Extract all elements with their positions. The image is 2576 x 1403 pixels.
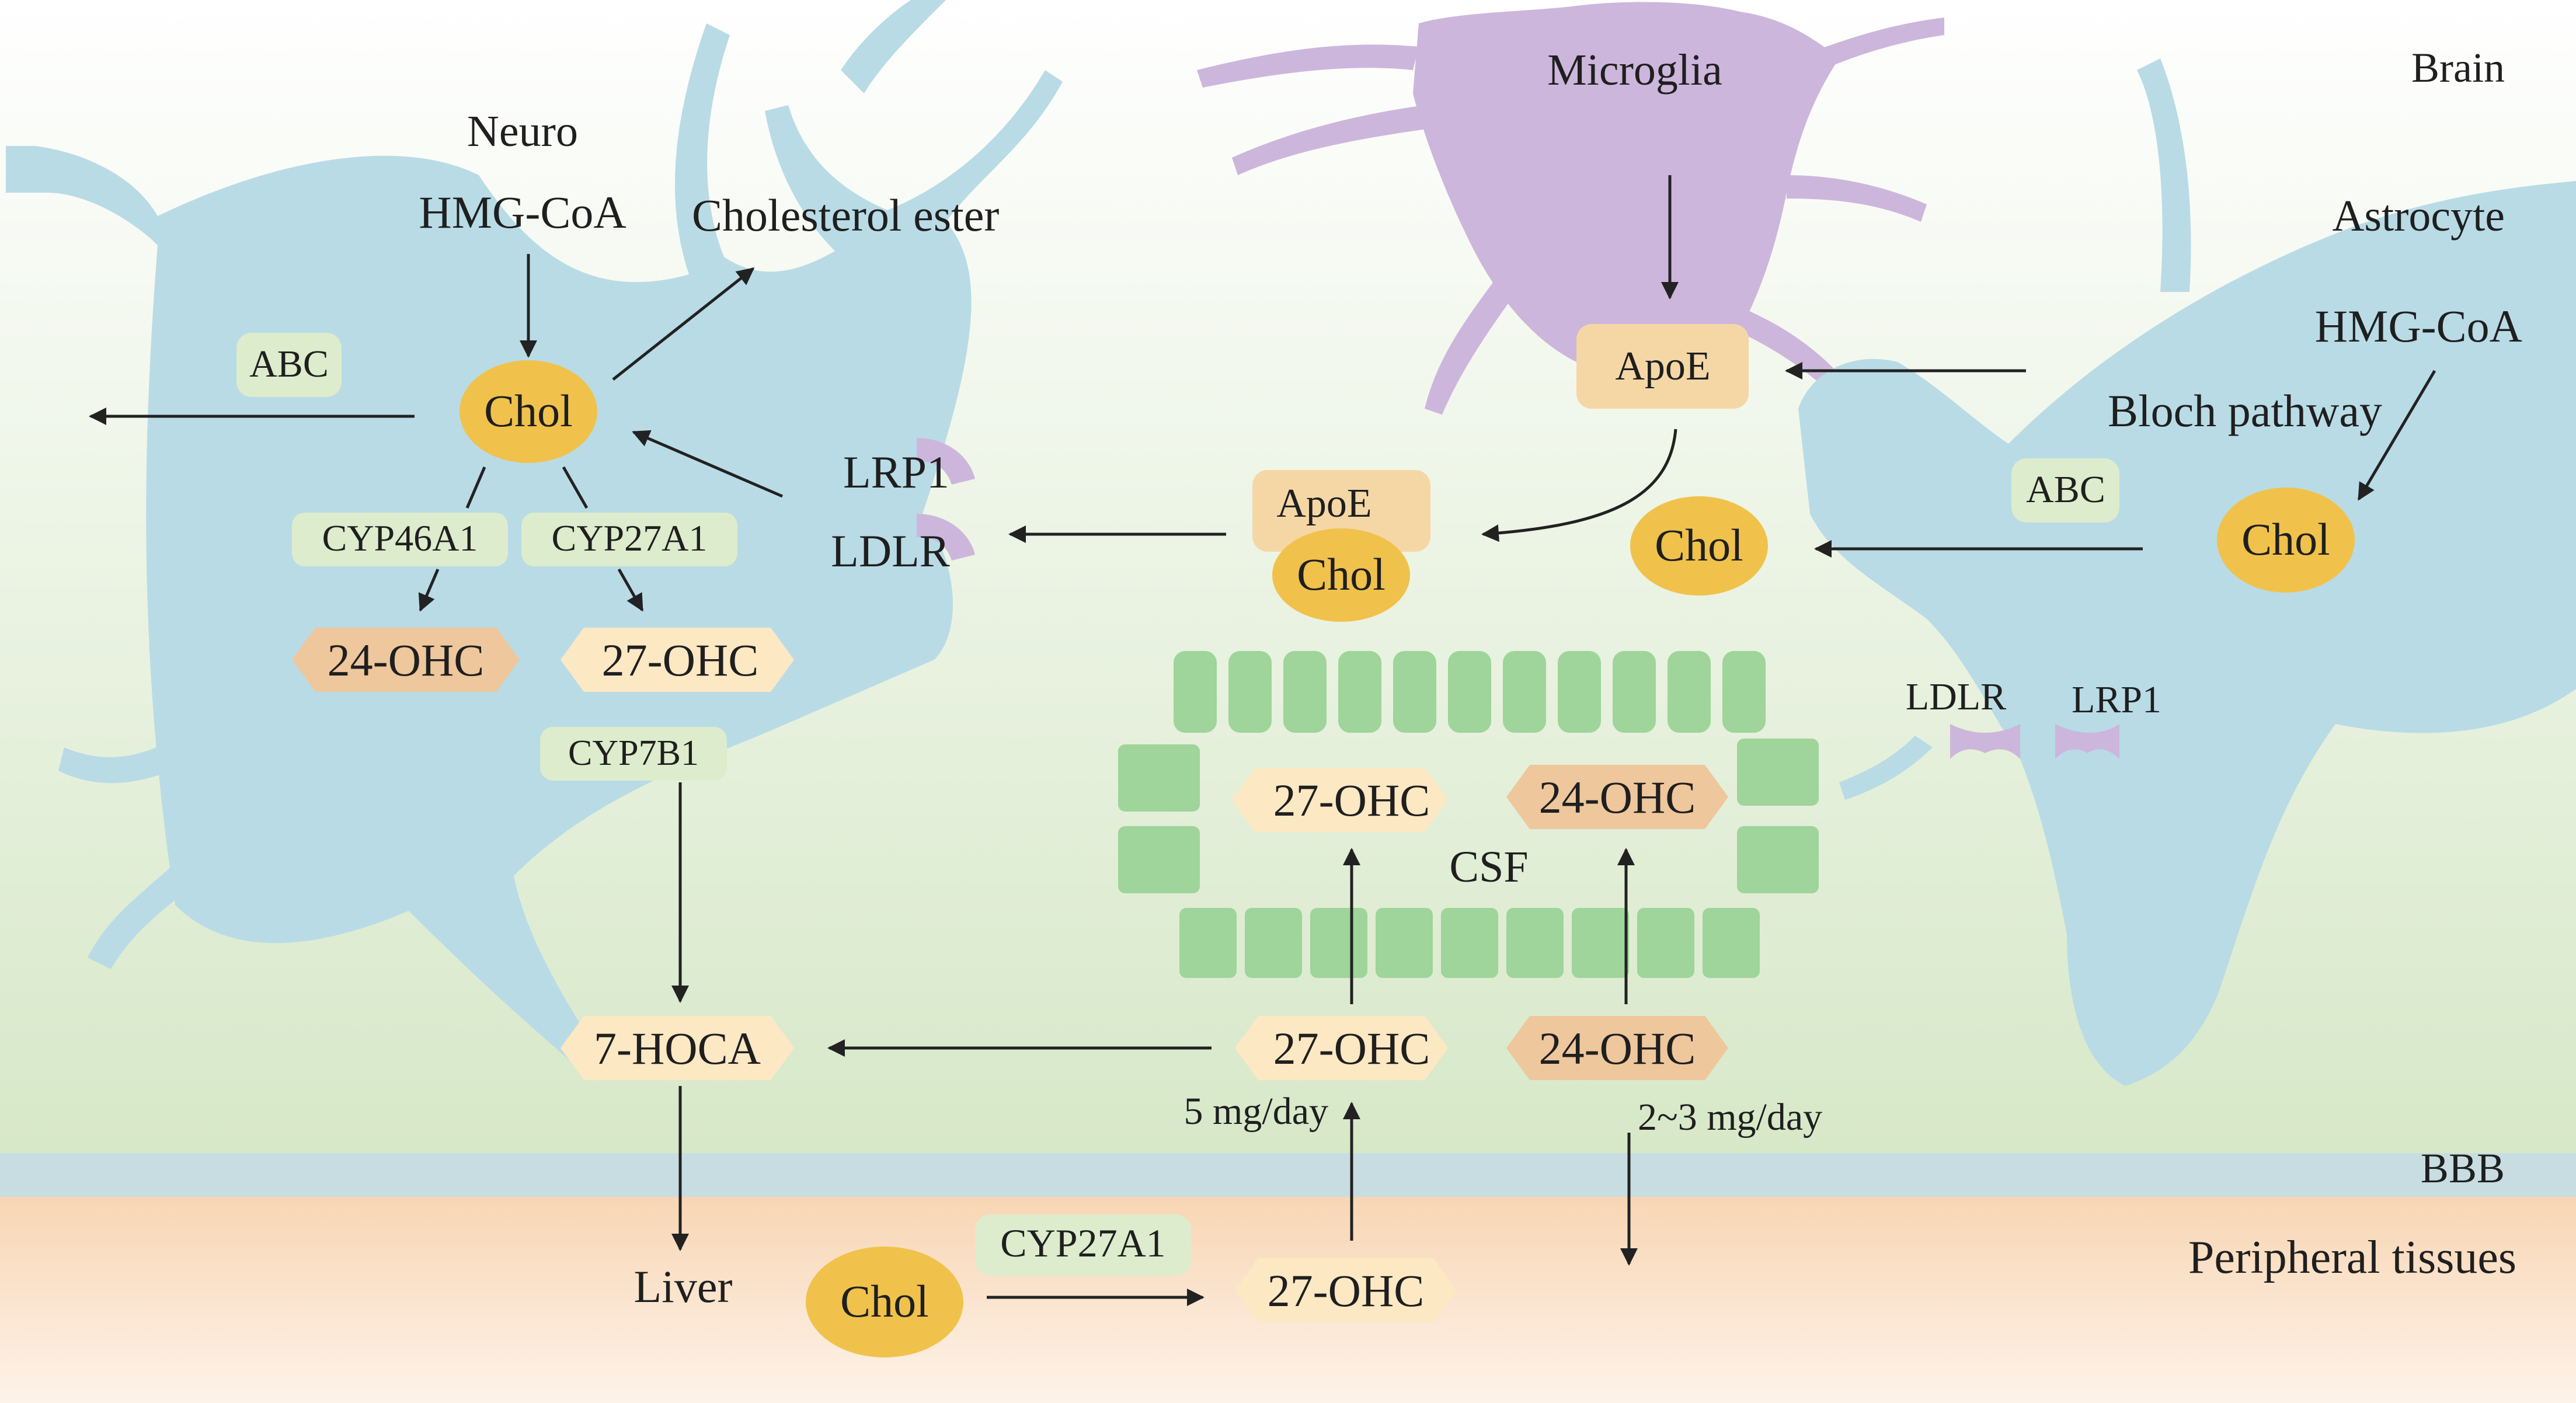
- neuron-lrp1-label: LRP1: [843, 447, 949, 497]
- arrow-astro-hmgcoa-to-chol: [2357, 370, 2436, 501]
- csf-24ohc-label: 24-OHC: [1539, 772, 1696, 823]
- arrow-cyp46a1-to-24ohc: [418, 569, 440, 612]
- neuron-24ohc-node: 24-OHC: [292, 628, 520, 692]
- arrow-apoe-to-complex: [1481, 429, 1677, 542]
- neuron-24ohc-label: 24-OHC: [328, 635, 485, 685]
- astrocyte-label: Astrocyte: [2333, 192, 2505, 241]
- astrocyte-abc-label: ABC: [2026, 468, 2105, 511]
- peripheral-cyp27a1-badge: CYP27A1: [975, 1214, 1191, 1276]
- microglia-apoe-label: ApoE: [1615, 344, 1710, 389]
- lower-24ohc-label: 24-OHC: [1539, 1023, 1696, 1074]
- lower-27ohc-node: 27-OHC: [1235, 1016, 1448, 1080]
- csf-compartment: [1118, 651, 1819, 978]
- cholesterol-ester-label: Cholesterol ester: [692, 190, 999, 241]
- peripheral-27ohc-label: 27-OHC: [1268, 1265, 1425, 1316]
- 7hoca-label: 7-HOCA: [594, 1023, 761, 1074]
- microglia-apoe-badge: ApoE: [1576, 324, 1749, 409]
- cyp46a1-badge: CYP46A1: [292, 513, 508, 566]
- neuron-chol-label: Chol: [484, 385, 573, 436]
- csf-top-tiles: [1174, 651, 1766, 733]
- csf-label: CSF: [1449, 843, 1528, 892]
- csf-27ohc-node: 27-OHC: [1232, 768, 1448, 832]
- arrow-cyp27a1-to-27ohc: [617, 568, 644, 612]
- astrocyte-ldlr-label: LDLR: [1906, 676, 2006, 718]
- cyp46a1-label: CYP46A1: [322, 517, 478, 559]
- astrocyte-chol-label: Chol: [2241, 514, 2330, 565]
- rate-24ohc-label: 2~3 mg/day: [1638, 1096, 1822, 1139]
- bbb-band: [0, 1153, 2576, 1197]
- csf-side-tiles: [1118, 739, 1819, 893]
- neuron-cyp27a1-label: CYP27A1: [552, 517, 708, 559]
- arrow-receptor-to-chol: [632, 430, 783, 498]
- microglia-label: Microglia: [1547, 46, 1722, 95]
- lower-24ohc-node: 24-OHC: [1506, 1016, 1728, 1080]
- 7hoca-node: 7-HOCA: [561, 1016, 794, 1080]
- astrocyte-abc-badge: ABC: [2011, 458, 2119, 523]
- arrow-chol-to-ester: [612, 267, 755, 381]
- peripheral-chol-label: Chol: [840, 1276, 929, 1327]
- peripheral-cyp27a1-label: CYP27A1: [1000, 1221, 1165, 1265]
- csf-27ohc-label: 27-OHC: [1273, 775, 1430, 826]
- neuron-cyp27a1-badge: CYP27A1: [521, 513, 737, 566]
- brain-label: Brain: [2411, 44, 2505, 91]
- apoe-chol-complex: ApoE Chol: [1252, 470, 1430, 622]
- neuron-27ohc-label: 27-OHC: [602, 635, 759, 685]
- neuron-ldlr-label: LDLR: [831, 525, 950, 576]
- line-chol-cyp46a1: [465, 466, 486, 509]
- astrocyte-lrp1-label: LRP1: [2072, 678, 2161, 721]
- astrocyte-receptors: [1950, 724, 2119, 759]
- neuron-27ohc-node: 27-OHC: [561, 628, 794, 692]
- astrocyte-hmgcoa-label: HMG-CoA: [2315, 301, 2522, 351]
- line-chol-cyp27a1: [562, 466, 589, 509]
- free-chol-node: Chol: [1630, 496, 1768, 596]
- microglia-cell: [1197, 2, 1944, 420]
- peripheral-label: Peripheral tissues: [2188, 1232, 2516, 1283]
- astrocyte-cell: [1798, 58, 2576, 1086]
- peripheral-27ohc-node: 27-OHC: [1235, 1258, 1457, 1322]
- neuron-receptors: [917, 438, 975, 560]
- csf-24ohc-node: 24-OHC: [1506, 765, 1728, 829]
- astrocyte-chol-node: Chol: [2217, 488, 2355, 593]
- bloch-pathway-label: Bloch pathway: [2108, 385, 2382, 436]
- csf-bottom-tiles: [1179, 908, 1760, 978]
- neuron-abc-badge: ABC: [236, 333, 342, 397]
- complex-chol-label: Chol: [1297, 549, 1386, 600]
- bbb-label: BBB: [2421, 1145, 2505, 1192]
- neuron-chol-node: Chol: [459, 360, 597, 463]
- rate-27ohc-label: 5 mg/day: [1184, 1090, 1328, 1133]
- cyp7b1-label: CYP7B1: [568, 733, 699, 773]
- neuron-abc-label: ABC: [249, 343, 329, 385]
- free-chol-label: Chol: [1655, 520, 1743, 570]
- pathway-arrows: [89, 175, 2436, 1306]
- complex-apoe-label: ApoE: [1276, 481, 1371, 526]
- lower-27ohc-label: 27-OHC: [1273, 1023, 1430, 1074]
- neuron-hmgcoa-label: HMG-CoA: [419, 187, 626, 238]
- peripheral-chol-node: Chol: [806, 1247, 963, 1357]
- cyp7b1-badge: CYP7B1: [540, 727, 727, 781]
- liver-label: Liver: [634, 1261, 733, 1312]
- neuron-label: Neuro: [467, 107, 578, 156]
